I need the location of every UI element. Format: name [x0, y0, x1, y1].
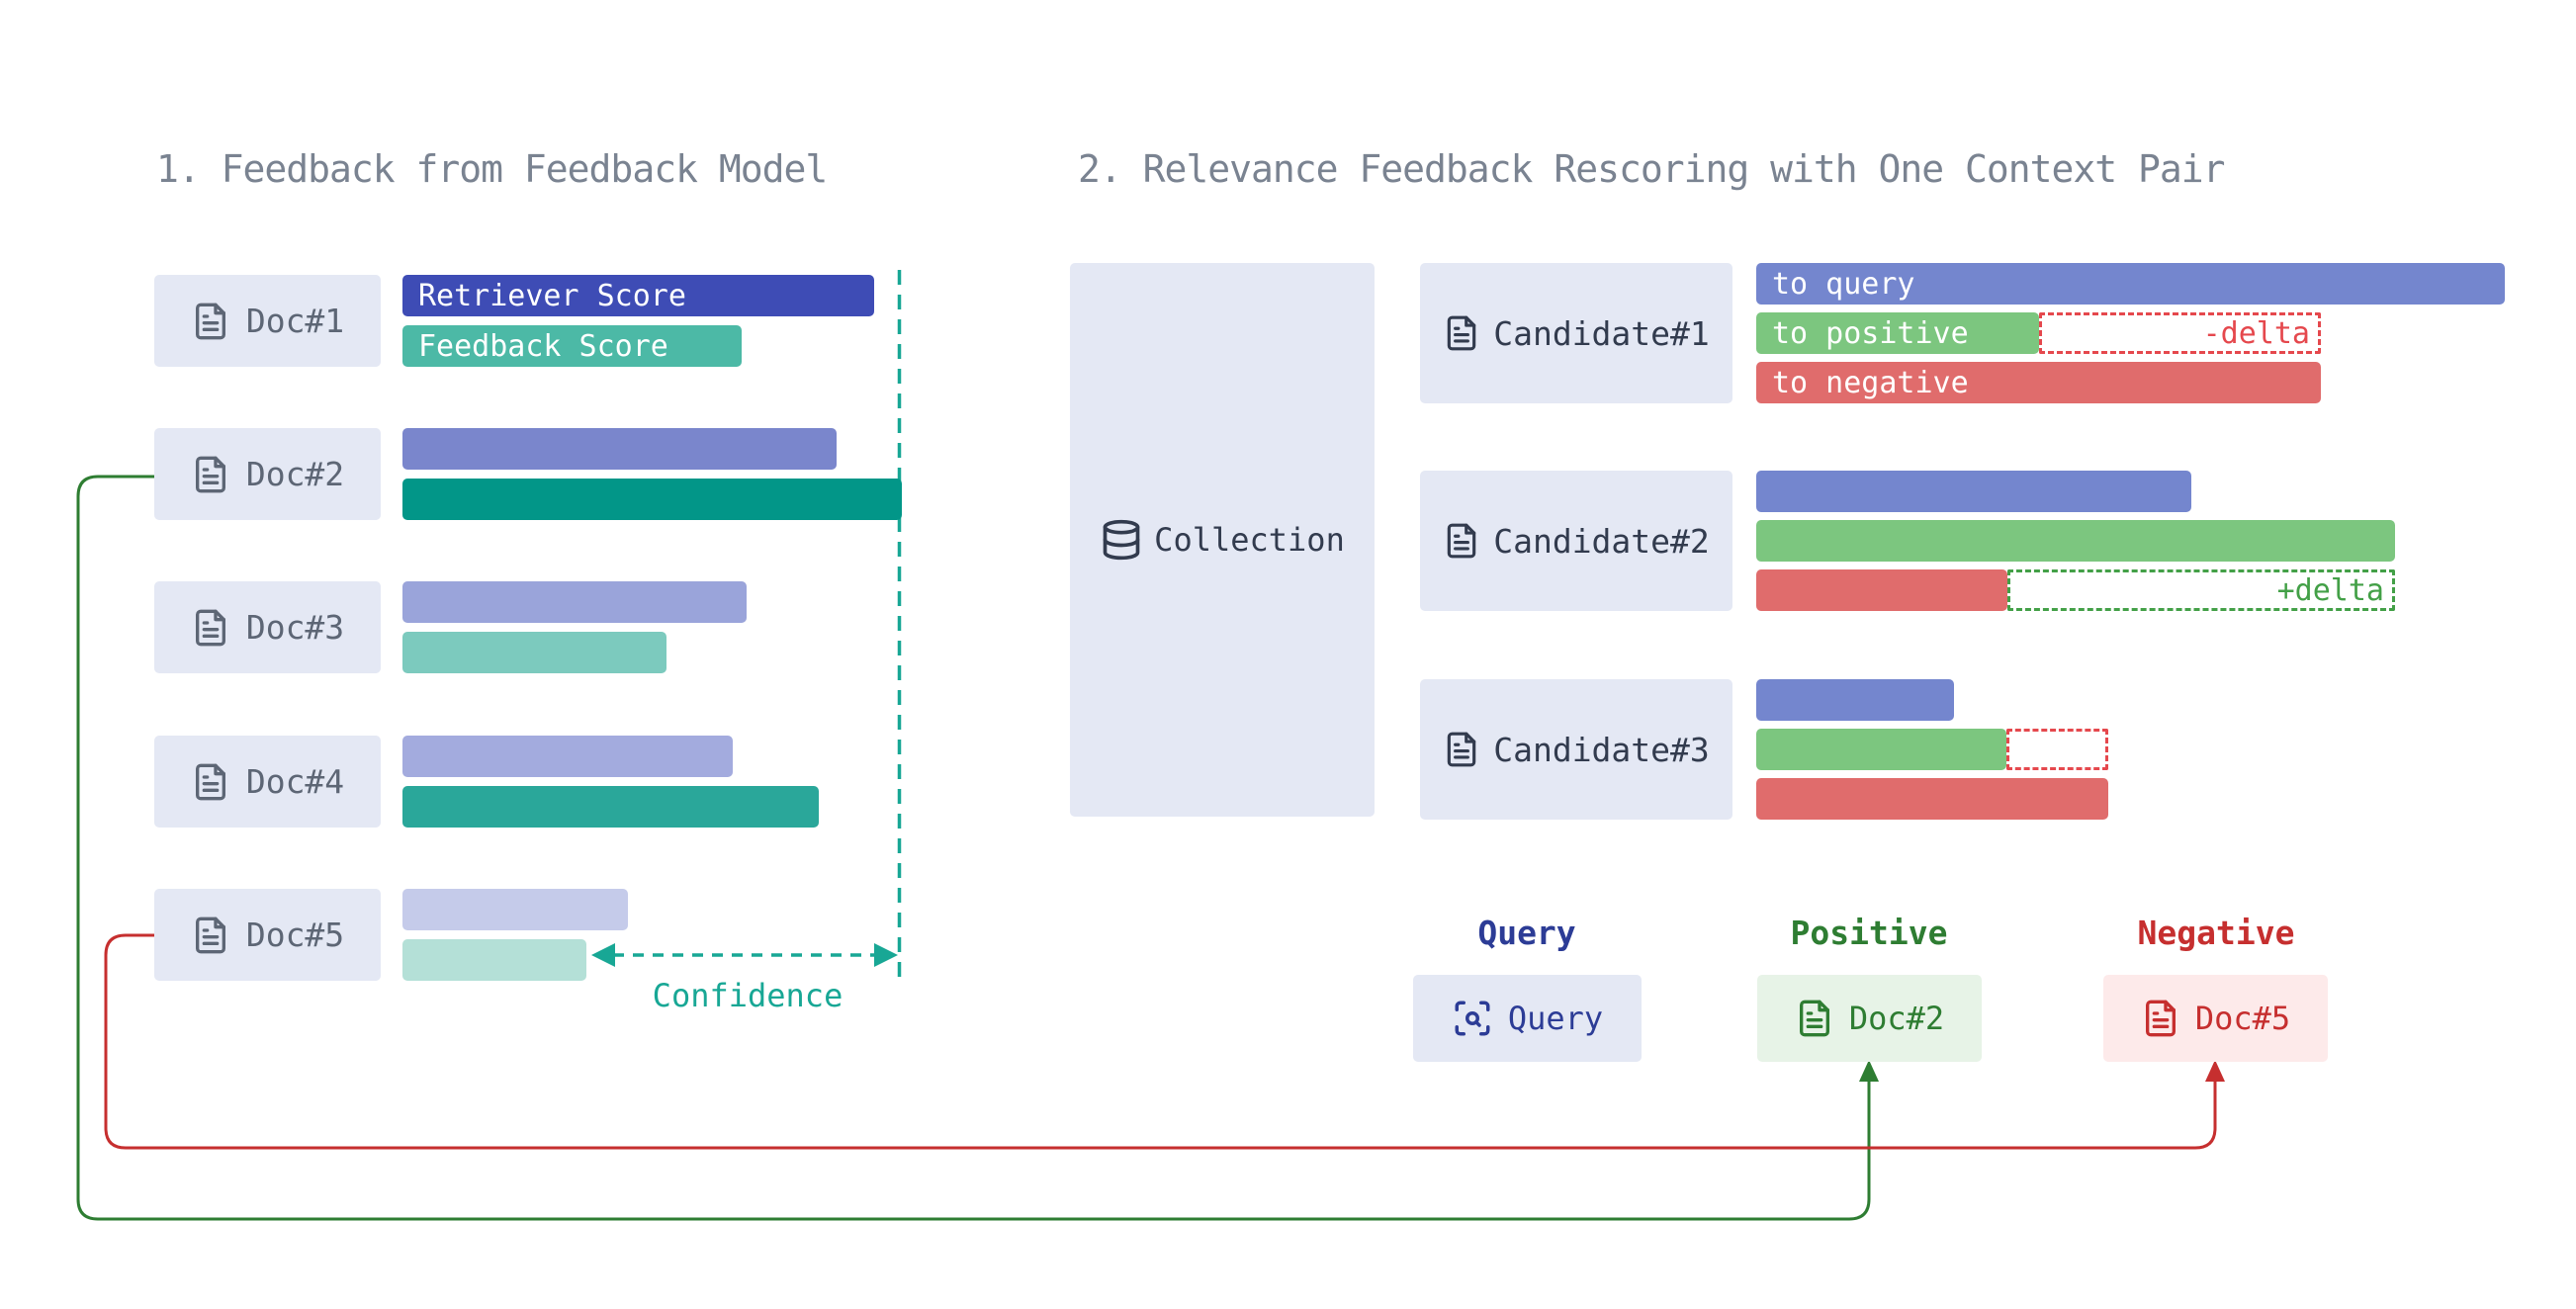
query-card: Query	[1413, 975, 1642, 1062]
doc-label: Doc#2	[245, 455, 345, 493]
positive-doc-card-label: Doc#2	[1848, 1000, 1945, 1037]
retriever-score-bar	[402, 428, 837, 470]
delta-box-negative	[2006, 729, 2108, 770]
candidate-label: Candidate#2	[1493, 521, 1710, 561]
file-text-icon	[195, 916, 225, 953]
negative-connector-arrowhead	[2205, 1060, 2225, 1082]
candidate-card-3: Candidate#3	[1420, 679, 1732, 820]
candidate-row: Candidate#2 +delta	[0, 471, 2576, 611]
doc-row: Doc#2	[0, 428, 2576, 520]
doc-card-1: Doc#1	[154, 275, 381, 367]
left-section-title: 1. Feedback from Feedback Model	[156, 147, 828, 191]
doc-label: Doc#1	[245, 302, 345, 340]
feedback-score-bar	[402, 939, 586, 981]
delta-box-negative: -delta	[2039, 312, 2321, 354]
file-text-icon	[195, 609, 225, 646]
right-section-title: 2. Relevance Feedback Rescoring with One…	[1078, 147, 2226, 191]
feedback-score-bar	[402, 786, 819, 828]
candidate-label: Candidate#1	[1493, 313, 1710, 353]
feedback-score-bar	[402, 632, 666, 673]
doc-row: Doc#4	[0, 736, 2576, 828]
database-icon	[1103, 519, 1140, 561]
to-negative-bar-label: to negative	[1772, 365, 1969, 400]
delta-label: +delta	[2276, 572, 2384, 608]
to-negative-bar	[1756, 569, 2007, 611]
to-query-bar	[1756, 471, 2191, 512]
negative-doc-card: Doc#5	[2103, 975, 2328, 1062]
candidate-row: Candidate#1 to query to positive -delta …	[0, 263, 2576, 403]
doc-label: Doc#3	[245, 608, 345, 647]
file-text-icon	[1447, 732, 1476, 767]
confidence-label: Confidence	[652, 977, 844, 1014]
file-text-icon	[195, 303, 225, 339]
feedback-score-bar	[402, 479, 902, 520]
retriever-score-bar-label: Retriever Score	[418, 278, 686, 313]
to-positive-bar	[1756, 729, 2006, 770]
retriever-score-bar	[402, 736, 733, 777]
file-text-icon	[1447, 315, 1476, 351]
doc-row: Doc#5	[0, 889, 2576, 981]
collection-card: Collection	[1070, 263, 1375, 817]
positive-doc-card: Doc#2	[1757, 975, 1982, 1062]
query-card-label: Query	[1507, 1000, 1604, 1037]
doc-card-4: Doc#4	[154, 736, 381, 828]
doc-label: Doc#4	[245, 762, 345, 801]
doc-card-5: Doc#5	[154, 889, 381, 981]
negative-doc-card-label: Doc#5	[2194, 1000, 2291, 1037]
retriever-score-bar: Retriever Score	[402, 275, 874, 316]
delta-box-positive: +delta	[2007, 569, 2395, 611]
to-query-bar	[1756, 679, 1954, 721]
to-negative-bar	[1756, 778, 2108, 820]
file-text-icon	[1447, 523, 1476, 559]
to-negative-bar: to negative	[1756, 362, 2321, 403]
candidate-label: Candidate#3	[1493, 730, 1710, 769]
candidate-card-1: Candidate#1	[1420, 263, 1732, 403]
query-heading: Query	[1477, 914, 1576, 952]
positive-connector-arrowhead	[1859, 1060, 1879, 1082]
doc-card-3: Doc#3	[154, 581, 381, 673]
doc-row: Doc#3	[0, 581, 2576, 673]
collection-label: Collection	[1154, 521, 1345, 559]
doc-card-2: Doc#2	[154, 428, 381, 520]
candidate-card-2: Candidate#2	[1420, 471, 1732, 611]
positive-heading: Positive	[1790, 914, 1948, 952]
to-positive-bar-label: to positive	[1772, 315, 1969, 351]
file-text-icon	[195, 763, 225, 800]
file-text-icon	[2145, 1000, 2176, 1037]
feedback-score-bar: Feedback Score	[402, 325, 742, 367]
to-query-bar-label: to query	[1772, 266, 1915, 302]
candidate-row: Candidate#3	[0, 679, 2576, 820]
delta-label: -delta	[2202, 315, 2310, 351]
to-positive-bar: to positive	[1756, 312, 2039, 354]
scan-search-icon	[1455, 1001, 1490, 1036]
negative-heading: Negative	[2137, 914, 2295, 952]
to-positive-bar	[1756, 520, 2395, 562]
retriever-score-bar	[402, 889, 628, 930]
file-text-icon	[1799, 1000, 1829, 1037]
retriever-score-bar	[402, 581, 747, 623]
to-query-bar: to query	[1756, 263, 2505, 305]
doc-label: Doc#5	[245, 916, 345, 954]
doc-row: Doc#1 Retriever Score Feedback Score	[0, 275, 2576, 367]
file-text-icon	[195, 456, 225, 492]
feedback-score-bar-label: Feedback Score	[418, 328, 668, 364]
